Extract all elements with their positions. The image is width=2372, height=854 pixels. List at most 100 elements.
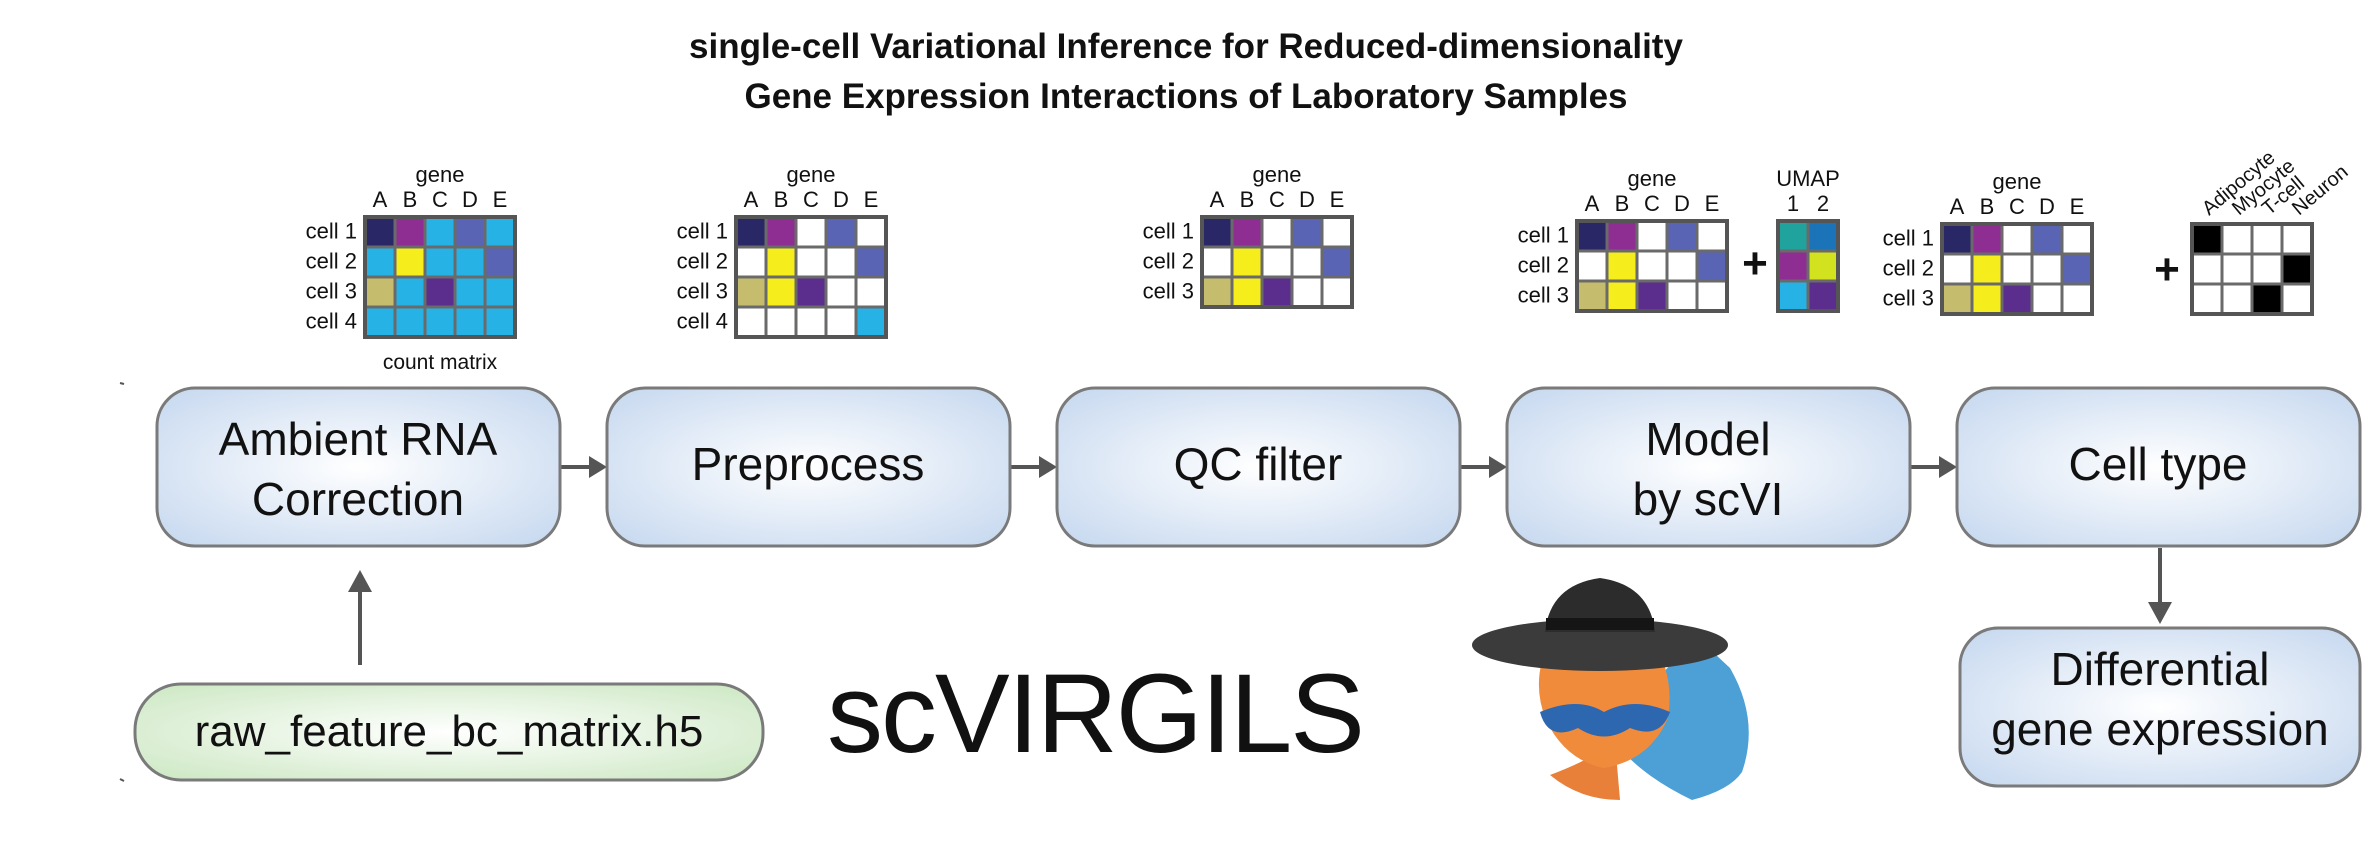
matrix-cell [1575,249,1609,283]
matrix-cell [2250,222,2284,256]
gene-header-label: gene [1993,169,2042,194]
gene-column-label: C [432,187,448,212]
matrix-cell [2190,282,2224,316]
matrix-cell [824,215,858,249]
title-line-1: single-cell Variational Inference for Re… [689,27,1683,66]
matrix-row-label: cell 3 [306,279,357,304]
matrix-cell [453,275,487,309]
gene-column-label: A [1950,194,1965,219]
step-cell-type: Cell type [1955,386,2362,548]
matrix-cell [1665,219,1699,253]
matrix-cell [453,305,487,339]
scvirgils-logo-text: scVIRGILS [827,651,1363,776]
matrix-cell [1806,279,1840,313]
gene-column-label: E [2070,194,2085,219]
matrix-cell [734,305,768,339]
step-ambient-label-2: Correction [252,473,464,525]
gene-column-label: B [1980,194,1995,219]
input-file-label: raw_feature_bc_matrix.h5 [195,707,704,756]
matrix-cell [393,305,427,339]
matrix-cell [1260,275,1294,309]
gene-column-label: C [1644,191,1660,216]
matrix-border [1200,215,1354,309]
preprocess-matrix [734,215,888,339]
matrix-row-label: cell 2 [1518,253,1569,278]
step-differential-label-2: gene expression [1991,703,2329,755]
matrix-row-label: cell 1 [1883,226,1934,251]
matrix-cell [1320,215,1354,249]
gene-column-label: B [774,187,789,212]
umap-matrix [1776,219,1840,313]
celltype-gene-matrix [1940,222,2094,316]
matrix-cell [1970,222,2004,256]
input-file-box: raw_feature_bc_matrix.h5 [133,682,765,782]
count-matrix [363,215,517,339]
matrix-cell [1776,279,1810,313]
matrix-cell [1230,275,1264,309]
matrix-border [1940,222,2094,316]
matrix-cell [393,245,427,279]
matrix-cell [794,275,828,309]
matrix-cell [854,215,888,249]
step-model-by-scvi: Model by scVI [1505,386,1912,548]
step-ambient-label-1: Ambient RNA [219,413,498,465]
matrix-cell [2000,282,2034,316]
matrix-cell [2000,252,2034,286]
gene-header-label: gene [1253,162,1302,187]
matrix-cell [1665,249,1699,283]
matrix-cell [794,305,828,339]
matrix-cell [854,275,888,309]
model-matrix [1575,219,1729,313]
matrix-cell [1605,279,1639,313]
matrix-cell [1200,245,1234,279]
plus-sign-celltype: + [2154,245,2180,294]
gene-column-label: A [744,187,759,212]
matrix-row-label: cell 1 [306,219,357,244]
matrix-row-label: cell 2 [1143,249,1194,274]
matrix-cell [1665,279,1699,313]
gene-header-label: gene [787,162,836,187]
matrix-cell [1290,275,1324,309]
matrix-row-label: cell 3 [1883,286,1934,311]
matrix-cell [794,245,828,279]
celltype-onehot-matrix [2190,222,2314,316]
matrix-cell [1635,249,1669,283]
umap-column-label: 2 [1817,191,1829,216]
matrix-cell [483,305,517,339]
matrix-cell [1260,215,1294,249]
matrix-cell [1806,219,1840,253]
gene-column-label: A [1210,187,1225,212]
matrix-cell [1200,275,1234,309]
matrix-cell [1230,215,1264,249]
matrix-border [363,215,517,339]
matrix-row-label: cell 1 [1143,219,1194,244]
title-line-2: Gene Expression Interactions of Laborato… [744,77,1627,116]
matrix-cell [2280,252,2314,286]
matrix-cell [2060,222,2094,256]
matrix-row-label: cell 4 [677,309,728,334]
matrix-border [1575,219,1729,313]
gene-header-label: gene [416,162,465,187]
step-differential-gene-expression: Differential gene expression [1958,626,2362,788]
matrix-cell [854,245,888,279]
matrix-cell [453,245,487,279]
matrix-cell [423,215,457,249]
matrix-cell [2030,222,2064,256]
matrix-cell [1605,249,1639,283]
matrix-cell [1575,219,1609,253]
matrix-cell [1230,245,1264,279]
gene-column-label: D [1299,187,1315,212]
qc-matrix [1200,215,1354,309]
gene-column-label: D [462,187,478,212]
gene-header-label: gene [1628,166,1677,191]
umap-column-label: 1 [1787,191,1799,216]
matrix-cell [2060,252,2094,286]
edge-tick-bottom [119,778,125,782]
matrix-cell [2190,222,2224,256]
matrix-border [1776,219,1840,313]
arrow-preprocess-to-qc-head [1039,456,1057,478]
step-model-label-1: Model [1645,413,1770,465]
matrix-cell [794,215,828,249]
matrix-cell [2060,282,2094,316]
